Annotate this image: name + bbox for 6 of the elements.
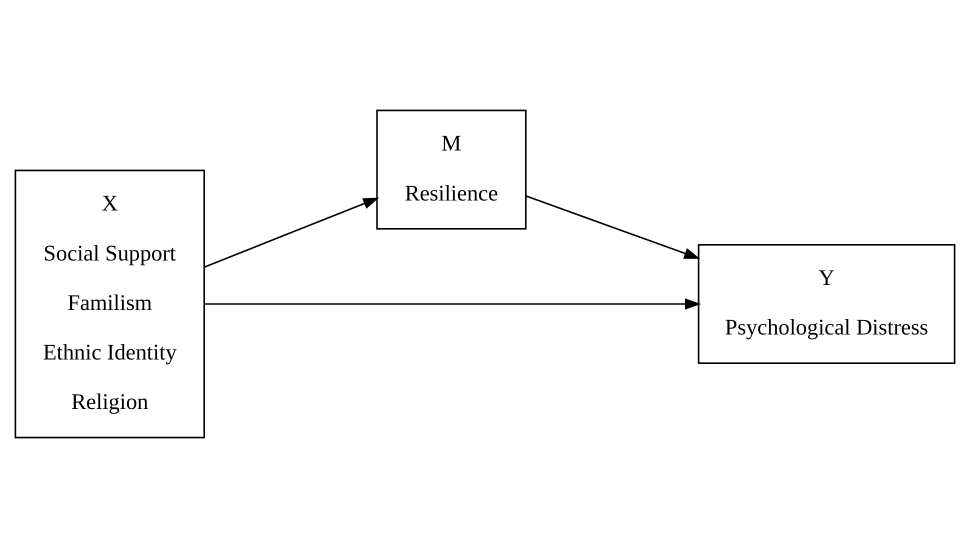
node-box: M Resilience bbox=[376, 110, 527, 230]
arrow bbox=[204, 198, 380, 268]
node-box: X Social Support Familism Ethnic Identity Religion bbox=[14, 170, 205, 438]
node-box: Y Psychological Distress bbox=[698, 244, 956, 364]
arrow bbox=[526, 195, 700, 259]
arrow bbox=[204, 298, 702, 310]
